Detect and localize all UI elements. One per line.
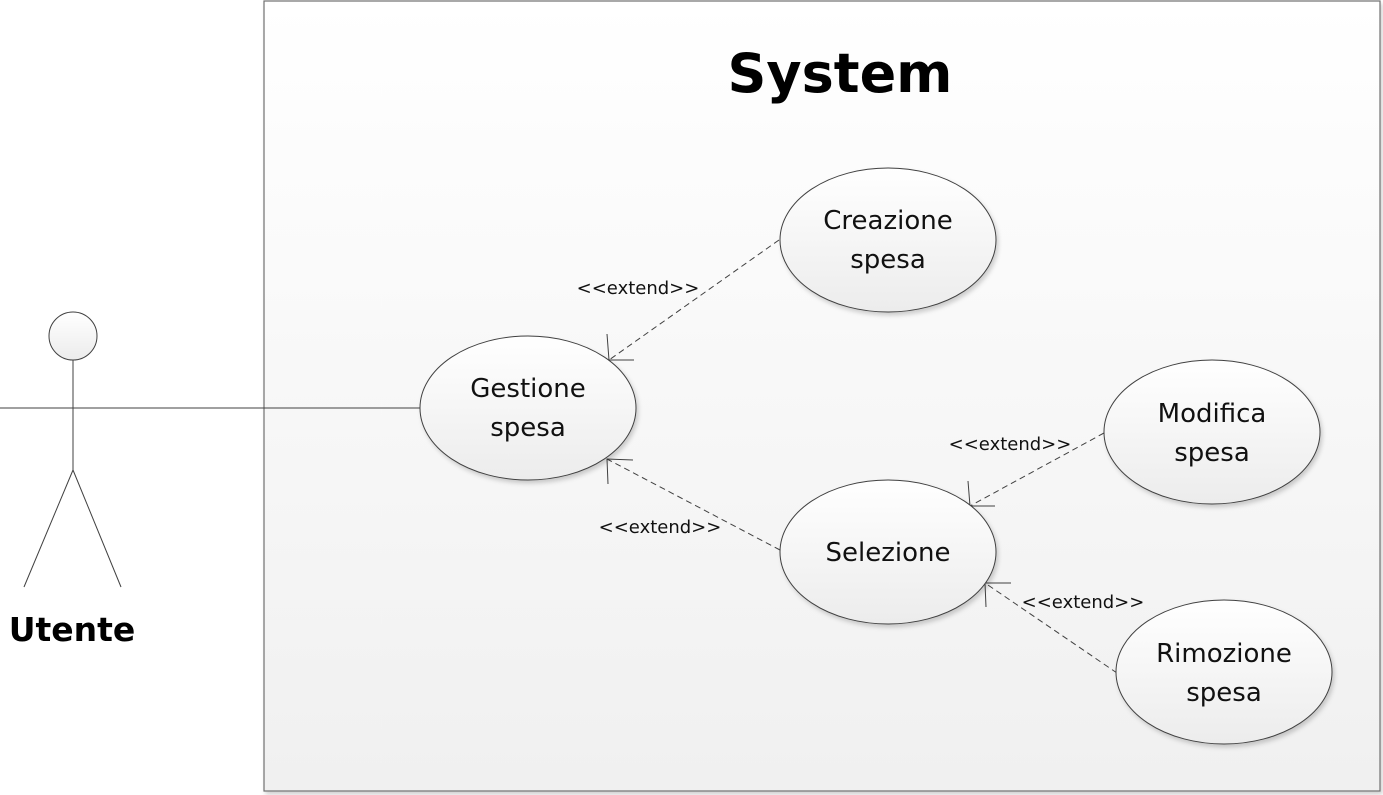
use-case-label-line2: spesa bbox=[490, 413, 566, 443]
use-case-label-line2: spesa bbox=[850, 245, 926, 275]
actor-utente bbox=[23, 311, 122, 588]
use-case-creazione-spesa[interactable]: Creazione spesa bbox=[779, 167, 997, 313]
actor-name: Utente bbox=[9, 610, 136, 649]
extend-label-selezione: <<extend>> bbox=[599, 517, 722, 538]
actor-head bbox=[48, 311, 98, 361]
system-title: System bbox=[728, 42, 953, 105]
use-case-label-line1: Modifica bbox=[1158, 399, 1267, 429]
actor-left-leg bbox=[23, 469, 74, 588]
use-case-label-line1: Selezione bbox=[826, 538, 951, 568]
extend-selezione-to-gestione bbox=[606, 458, 781, 551]
use-case-rimozione-spesa[interactable]: Rimozione spesa bbox=[1115, 599, 1333, 745]
use-case-modifica-spesa[interactable]: Modifica spesa bbox=[1103, 359, 1321, 505]
use-case-label-line1: Creazione bbox=[823, 206, 952, 236]
actor-right-leg bbox=[72, 469, 122, 588]
use-case-label-line2: spesa bbox=[1174, 438, 1250, 468]
use-case-selezione[interactable]: Selezione bbox=[779, 479, 997, 625]
extend-label-creazione: <<extend>> bbox=[577, 278, 700, 299]
extend-label-rimozione: <<extend>> bbox=[1022, 592, 1145, 613]
use-case-label-line1: Rimozione bbox=[1156, 639, 1292, 669]
use-case-label-line2: spesa bbox=[1186, 678, 1262, 708]
use-case-gestione-spesa[interactable]: Gestione spesa bbox=[419, 335, 637, 481]
extend-label-modifica: <<extend>> bbox=[949, 434, 1072, 455]
use-case-label-line1: Gestione bbox=[470, 374, 586, 404]
